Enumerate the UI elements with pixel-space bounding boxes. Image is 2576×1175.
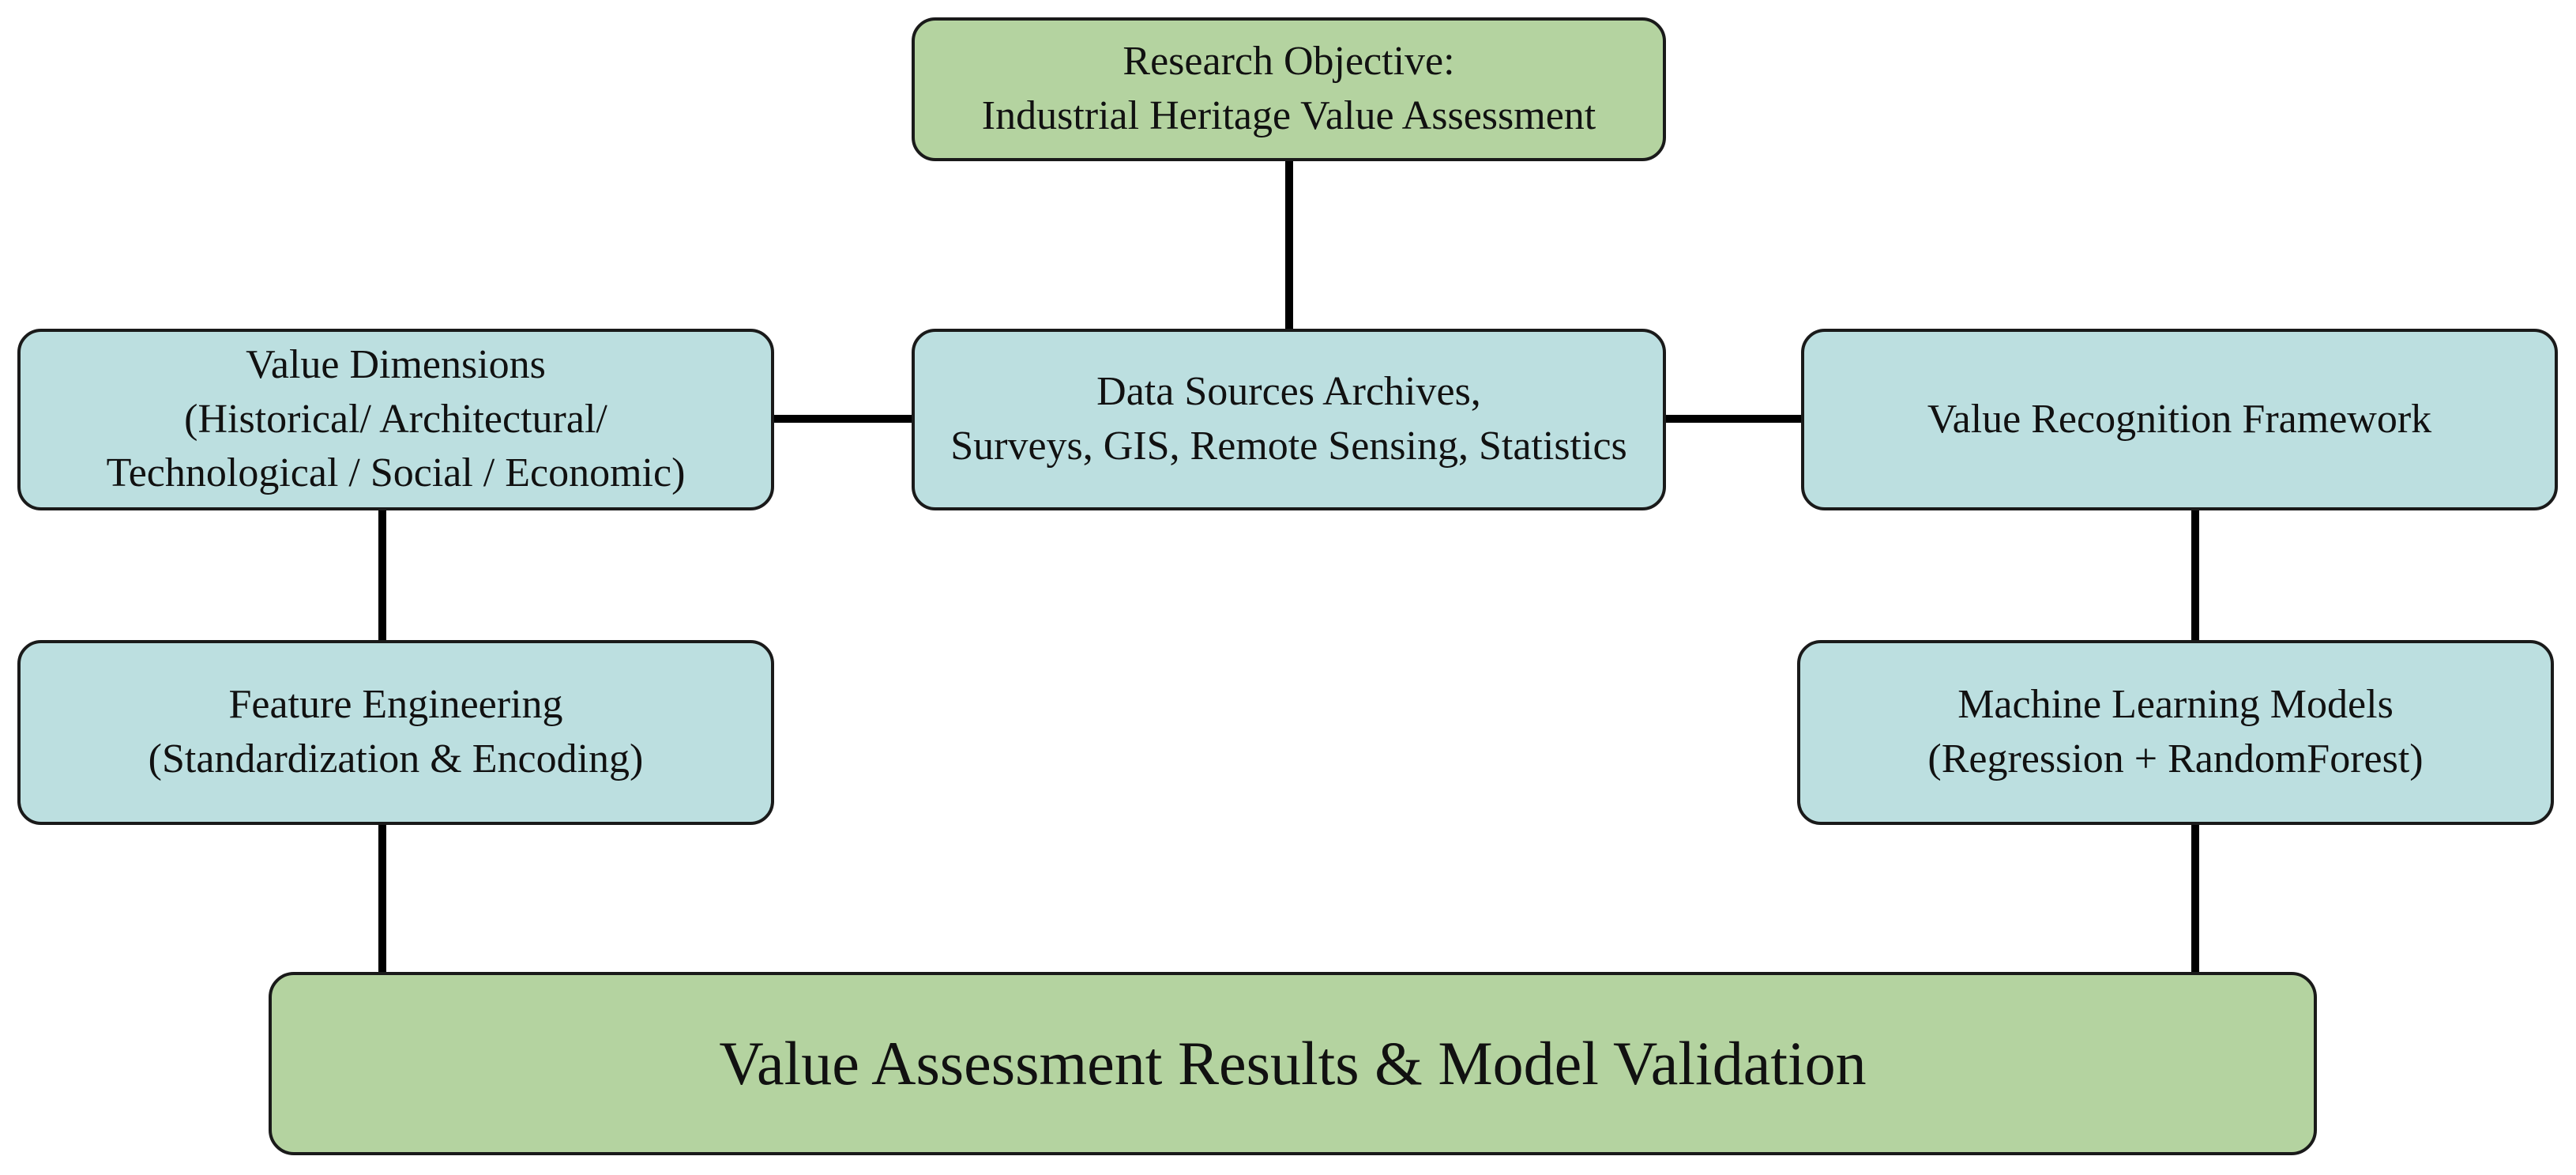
ml-models-detail: (Regression + RandomForest) <box>1927 736 2424 781</box>
data-sources-box: Data Sources Archives, Surveys, GIS, Rem… <box>912 329 1666 510</box>
connector-objective-to-data-sources <box>1285 158 1293 332</box>
results-label: Value Assessment Results & Model Validat… <box>719 1028 1867 1098</box>
feature-engineering-box: Feature Engineering (Standardization & E… <box>17 640 774 825</box>
research-objective-subtitle: Industrial Heritage Value Assessment <box>981 93 1596 138</box>
value-dimensions-box: Value Dimensions (Historical/ Architectu… <box>17 329 774 510</box>
connector-value-recognition-to-ml-models <box>2191 507 2199 643</box>
research-objective-title: Research Objective: <box>1123 39 1455 85</box>
connector-ml-models-to-results <box>2191 822 2199 977</box>
feature-engineering-detail: (Standardization & Encoding) <box>148 736 644 781</box>
research-objective-box: Research Objective: Industrial Heritage … <box>912 17 1666 161</box>
value-recognition-framework-label: Value Recognition Framework <box>1927 396 2432 442</box>
ml-models-title: Machine Learning Models <box>1957 682 2394 728</box>
connector-data-sources-to-value-recognition <box>1662 415 1804 423</box>
connector-feature-engineering-to-results <box>378 822 386 977</box>
results-box: Value Assessment Results & Model Validat… <box>269 972 2317 1155</box>
value-dimensions-line-2: (Historical/ Architectural/ <box>184 396 607 442</box>
feature-engineering-title: Feature Engineering <box>228 682 563 728</box>
data-sources-line-1: Data Sources Archives, <box>1096 369 1481 415</box>
connector-value-dimensions-to-feature-engineering <box>378 507 386 643</box>
value-dimensions-line-3: Technological / Social / Economic) <box>106 450 686 496</box>
data-sources-line-2: Surveys, GIS, Remote Sensing, Statistics <box>950 424 1627 469</box>
ml-models-box: Machine Learning Models (Regression + Ra… <box>1797 640 2554 825</box>
value-dimensions-title: Value Dimensions <box>246 342 546 388</box>
connector-value-dimensions-to-data-sources <box>771 415 915 423</box>
value-recognition-framework-box: Value Recognition Framework <box>1801 329 2558 510</box>
